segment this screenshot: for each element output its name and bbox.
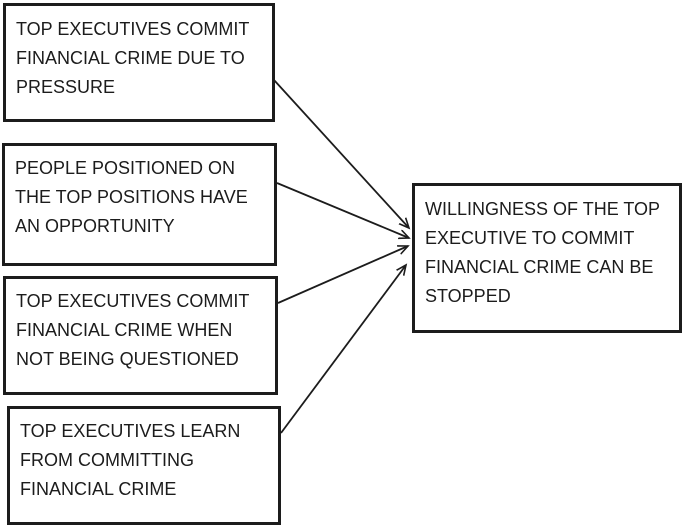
- edge-opportunity-to-outcome: [276, 182, 409, 238]
- node-questioning: TOP EXECUTIVES COMMIT FINANCIAL CRIME WH…: [3, 276, 278, 395]
- node-outcome-line-1: WILLINGNESS OF THE TOP: [425, 199, 661, 219]
- node-questioning-line-2: FINANCIAL CRIME WHEN: [16, 320, 233, 340]
- node-learning-line-2: FROM COMMITTING: [20, 450, 194, 470]
- node-opportunity-line-3: AN OPPORTUNITY: [15, 216, 175, 236]
- node-learning: TOP EXECUTIVES LEARN FROM COMMITTING FIN…: [7, 406, 281, 525]
- node-questioning-line-3: NOT BEING QUESTIONED: [16, 349, 239, 369]
- node-questioning-line-1: TOP EXECUTIVES COMMIT: [16, 291, 250, 311]
- node-pressure-line-1: TOP EXECUTIVES COMMIT: [16, 19, 250, 39]
- node-pressure: TOP EXECUTIVES COMMIT FINANCIAL CRIME DU…: [3, 3, 275, 122]
- node-opportunity-line-2: THE TOP POSITIONS HAVE: [15, 187, 248, 207]
- edge-questioning-to-outcome: [277, 246, 408, 304]
- node-learning-line-1: TOP EXECUTIVES LEARN: [20, 421, 241, 441]
- node-opportunity: PEOPLE POSITIONED ON THE TOP POSITIONS H…: [2, 143, 277, 266]
- edge-pressure-to-outcome: [273, 79, 409, 228]
- node-outcome: WILLINGNESS OF THE TOP EXECUTIVE TO COMM…: [412, 183, 682, 333]
- node-outcome-line-4: STOPPED: [425, 286, 511, 306]
- node-outcome-line-2: EXECUTIVE TO COMMIT: [425, 228, 635, 248]
- node-pressure-line-3: PRESSURE: [16, 77, 116, 97]
- node-outcome-line-3: FINANCIAL CRIME CAN BE: [425, 257, 654, 277]
- node-pressure-line-2: FINANCIAL CRIME DUE TO: [16, 48, 245, 68]
- node-opportunity-line-1: PEOPLE POSITIONED ON: [15, 158, 236, 178]
- edge-learning-to-outcome: [280, 265, 406, 434]
- node-learning-line-3: FINANCIAL CRIME: [20, 479, 177, 499]
